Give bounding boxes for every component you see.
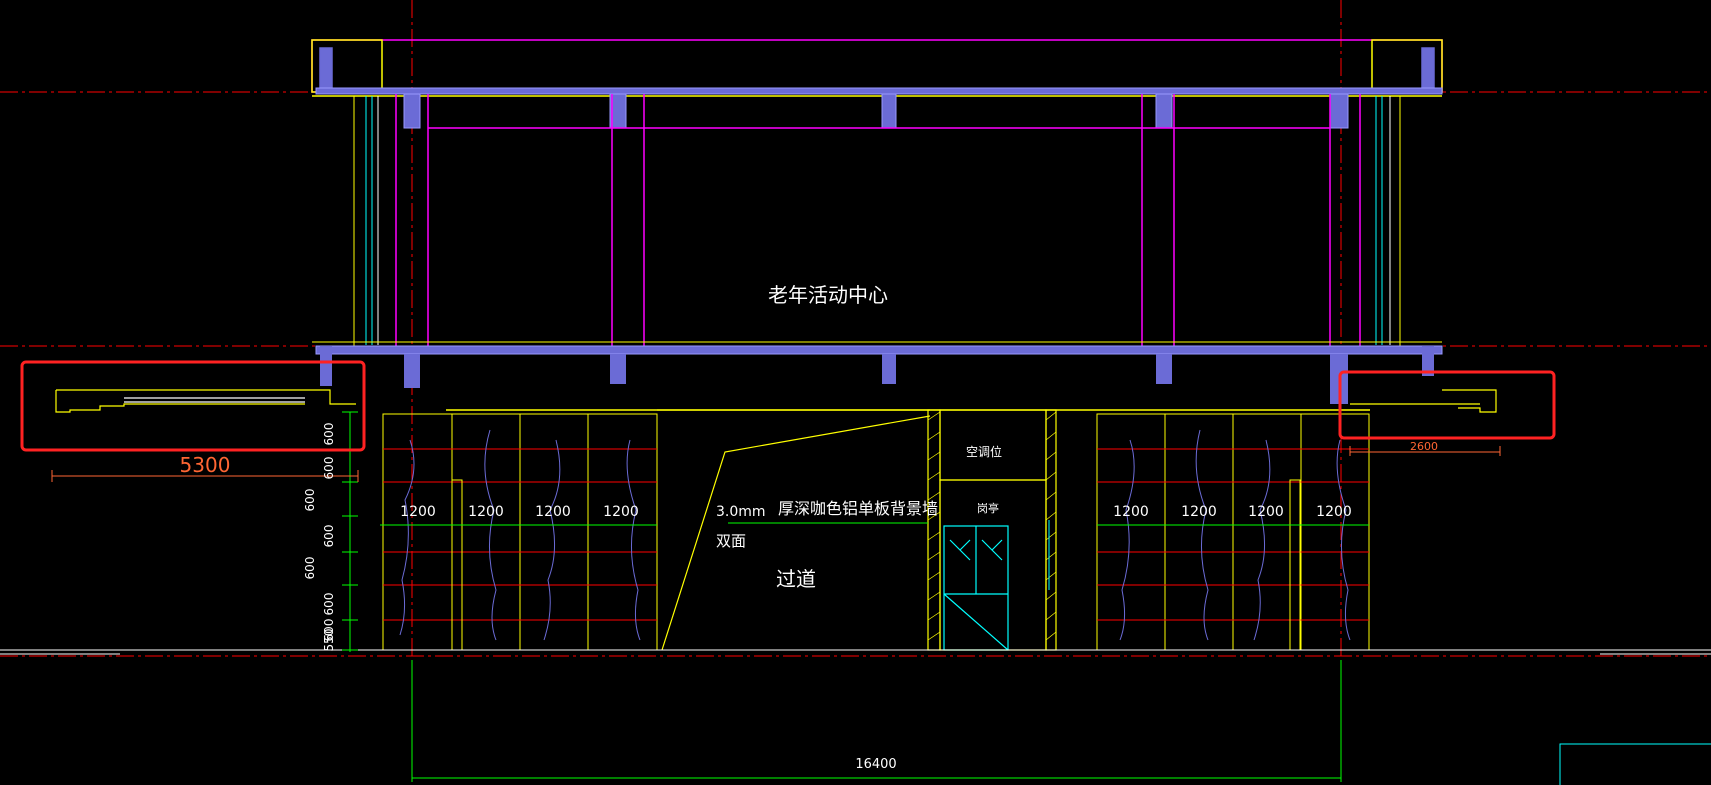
vdim-8: 550 [322,629,336,652]
right-tile-2: 1200 [1181,504,1217,520]
left-tile-3: 1200 [535,504,571,520]
bottom-span-label: 16400 [855,757,896,772]
wall-desc-label: 厚深咖色铝单板背景墙 [778,499,938,518]
booth-column-right [1045,409,1057,651]
ac-label: 空调位 [966,444,1002,459]
vdim-6: 600 [322,593,336,616]
left-tile-labels: 1200 1200 1200 1200 [400,504,639,520]
upper-frames [395,94,1361,348]
right-tile-4: 1200 [1316,504,1352,520]
left-span-label: 5300 [180,453,231,477]
right-canopy [1350,389,1497,413]
background-wall-outline [657,409,931,651]
vdim-1: 600 [322,423,336,446]
right-tile-1: 1200 [1113,504,1149,520]
axis-lines [0,0,1711,660]
booth-label: 岗亭 [977,501,999,515]
vdim-5: 600 [303,557,317,580]
left-tile-4: 1200 [603,504,639,520]
thickness-label: 3.0mm [716,504,766,520]
corridor-label: 过道 [776,567,816,591]
left-tile-2: 1200 [468,504,504,520]
vdim-3: 600 [303,489,317,512]
right-tile-3: 1200 [1248,504,1284,520]
roof-beams [315,87,1443,129]
orange-dimensions [51,446,1501,482]
left-vertical-dims: 600 600 600 600 600 600 600 550 [303,423,336,652]
viewport-corner [1559,743,1711,785]
left-wall-panels [382,413,658,651]
ground-line [0,649,1711,655]
booth-column-left [927,409,941,651]
left-tile-1: 1200 [400,504,436,520]
guard-booth [939,409,1047,651]
mid-slab [312,341,1443,404]
side-curtain-walls [353,96,1401,348]
vdim-7: 600 [322,619,336,642]
double-side-label: 双面 [716,532,746,550]
right-wall-panels [1096,413,1370,651]
vdim-2: 600 [322,457,336,480]
title-label: 老年活动中心 [768,283,888,307]
right-tile-labels: 1200 1200 1200 1200 [1113,504,1352,520]
roof-slab [311,39,1443,93]
vdim-4: 600 [322,525,336,548]
left-canopy [55,389,356,413]
right-span-label: 2600 [1410,440,1438,453]
highlight-boxes [20,360,1556,452]
green-dimensions [342,411,1369,782]
